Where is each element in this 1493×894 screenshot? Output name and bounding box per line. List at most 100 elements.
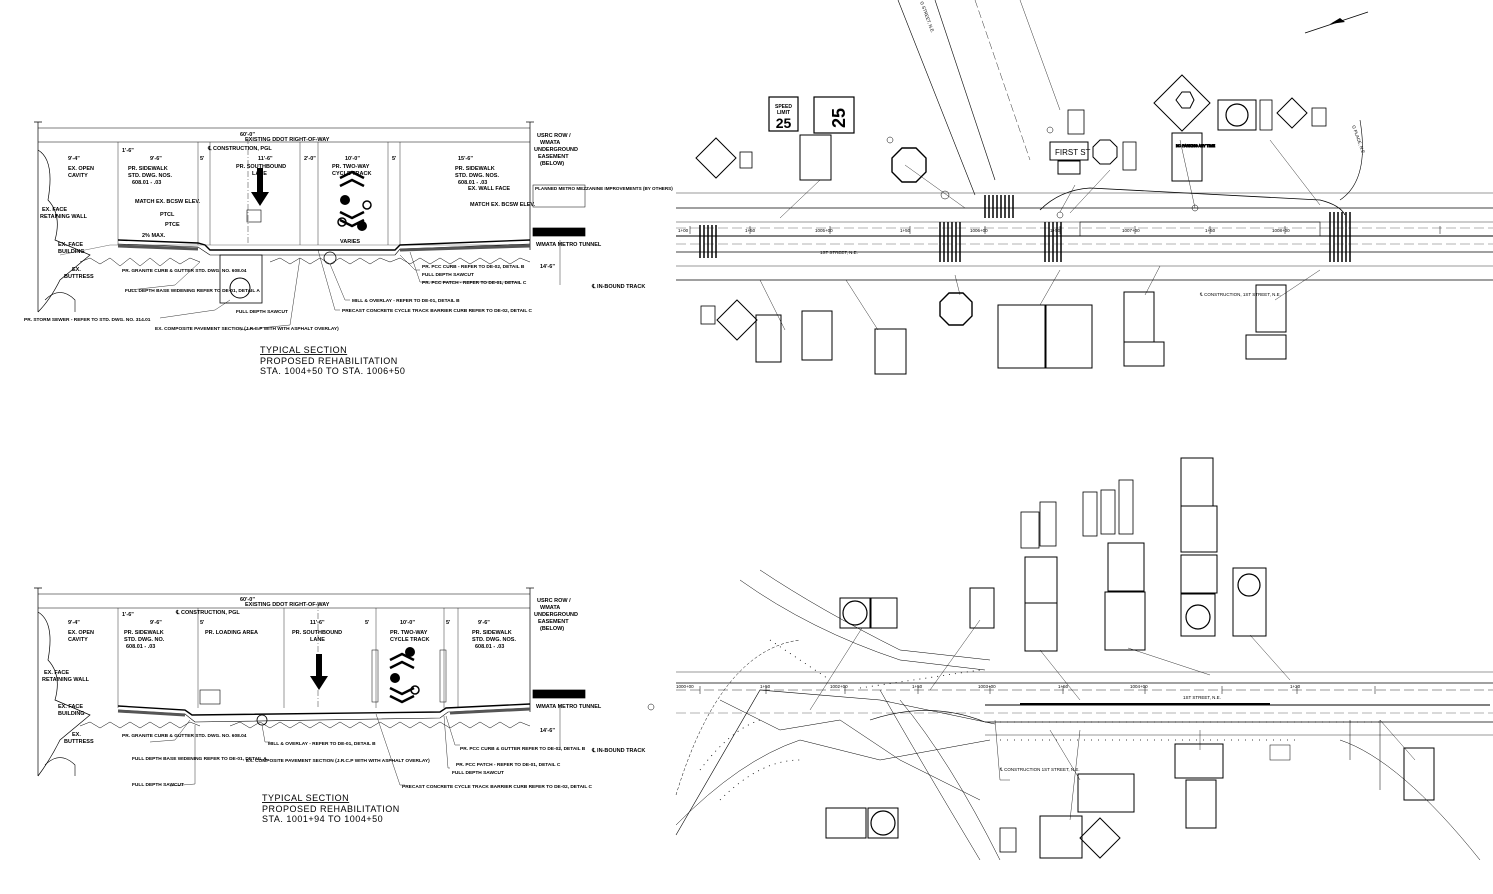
- stop-sign: [939, 292, 973, 326]
- section-station: STA. 1001+94 TO 1004+50: [262, 814, 383, 824]
- callout: WMATA METRO TUNNEL: [536, 242, 602, 248]
- sign-plate: [700, 305, 716, 325]
- dim-label: 1'-6": [122, 612, 134, 618]
- bike-route-sign: [1020, 511, 1040, 549]
- callout: VARIES: [340, 239, 360, 245]
- cycle-label: CYCLE TRACK: [390, 637, 429, 643]
- street-label: 1ST STREET, N.E.: [1183, 695, 1221, 700]
- callout: 14'-6": [540, 264, 555, 270]
- bottom-note: PRECAST CONCRETE CYCLE TRACK BARRIER CUR…: [402, 784, 593, 790]
- parking-sign: [1107, 542, 1145, 592]
- dim-label: 10'-0": [345, 156, 360, 162]
- sign-plate: [1259, 99, 1273, 131]
- parking-sign: [755, 314, 782, 363]
- pedestrian-warning-sign: [1276, 97, 1308, 129]
- station-label: 1007+00: [1122, 228, 1140, 233]
- callout: MATCH EX. BCSW ELEV.: [470, 202, 536, 208]
- cross-section-top: [34, 121, 586, 331]
- dim-label: 9'-6": [478, 620, 490, 626]
- prohibition-icon: [1185, 604, 1211, 630]
- left-note: EX. FACE: [58, 242, 83, 248]
- dim-label: 9'-6": [150, 620, 162, 626]
- street-label: 1ST STREET, N.E.: [820, 250, 858, 255]
- signs-top: SPEED LIMIT 25 25 NO PARKING ANY TIME FI…: [695, 74, 1327, 375]
- callout: PLANNED METRO MEZZANINE IMPROVEMENTS (BY…: [535, 186, 673, 191]
- dim-label: 9'-6": [150, 156, 162, 162]
- parking-sign: [1123, 291, 1155, 343]
- dim-label: 5': [392, 156, 397, 162]
- bottom-note: WMATA METRO TUNNEL: [536, 704, 602, 710]
- parking-sign: [1024, 602, 1058, 652]
- speed-limit-sign-rotated: 25: [813, 96, 855, 134]
- section-title: TYPICAL SECTION: [260, 345, 347, 355]
- metro-sign: [1100, 489, 1116, 535]
- bottom-note: FULL DEPTH SAWCUT: [132, 782, 184, 788]
- cycle-label: PR. TWO-WAY: [332, 164, 370, 170]
- zone-label: PR. SIDEWALK: [455, 166, 495, 172]
- station-label: 1006+00: [970, 228, 988, 233]
- cycle-label: CYCLE TRACK: [332, 171, 371, 177]
- parking-sign: [1403, 747, 1435, 801]
- loading-label: PR. LOADING AREA: [205, 630, 258, 636]
- left-note: CAVITY: [68, 637, 88, 643]
- sign-plate: [1057, 160, 1081, 175]
- left-note: BUILDING: [58, 249, 85, 255]
- no-standing-sign: [1232, 567, 1267, 637]
- parking-sign: [1024, 556, 1058, 604]
- zone-label: 608.01 - .03: [458, 180, 487, 186]
- plan-view-bottom-labels: 1ST STREET, N.E. ℄ CONSTRUCTION 1ST STRE…: [676, 684, 1301, 772]
- dim-label: 15'-6": [458, 156, 473, 162]
- usrc-note: WMATA: [540, 605, 560, 611]
- centerline-label: ℄ CONSTRUCTION, PGL: [175, 609, 240, 616]
- street-name-sign: [1049, 141, 1089, 161]
- row-label: EXISTING DDOT RIGHT-OF-WAY: [245, 602, 330, 608]
- bike-lane-sign: [1174, 743, 1224, 779]
- prohibition-icon: [1237, 573, 1261, 597]
- stop-sign: [891, 147, 927, 183]
- station-label: 1+00: [678, 228, 689, 233]
- bottom-note: FULL DEPTH SAWCUT: [422, 272, 474, 278]
- station-label: 1005+00: [815, 228, 833, 233]
- bottom-note: EX. COMPOSITE PAVEMENT SECTION (J.R.C.P …: [155, 326, 339, 332]
- bottom-note: 14'-6": [540, 728, 555, 734]
- stop-ahead-icon: [1175, 91, 1195, 109]
- lane-label: PR. SOUTHBOUND: [236, 164, 286, 170]
- zone-label: STD. DWG. NOS.: [455, 173, 499, 179]
- dim-label: 9'-4": [68, 620, 80, 626]
- construction-label: ℄ CONSTRUCTION 1ST STREET, N.E.: [999, 767, 1080, 772]
- left-note: CAVITY: [68, 173, 88, 179]
- usrc-note: EASEMENT: [538, 154, 569, 160]
- usrc-note: (BELOW): [540, 161, 564, 167]
- bottom-note: PR. PCC PATCH - REFER TO DE-01, DETAIL C: [422, 280, 527, 286]
- lane-label: LANE: [252, 171, 267, 177]
- station-label: 1002+00: [830, 684, 848, 689]
- parking-sign: [1255, 284, 1287, 333]
- station-label: 1008+00: [1272, 228, 1290, 233]
- station-label: 1004+00: [1130, 684, 1148, 689]
- bottom-note: PR. GRANITE CURB & GUTTER STD. DWG. NO. …: [122, 268, 247, 274]
- bottom-note: FULL DEPTH SAWCUT: [452, 770, 504, 776]
- row-width-label: 60'-0": [240, 132, 255, 138]
- bottom-note: EX. COMPOSITE PAVEMENT SECTION (J.R.C.P …: [246, 758, 430, 764]
- callout: PTCE: [165, 222, 180, 228]
- zone-label: 608.01 - .03: [126, 644, 155, 650]
- zone-label: 608.01 - .03: [132, 180, 161, 186]
- g-place-label: G PLACE, N.E.: [1351, 125, 1366, 156]
- cross-section-bottom: [34, 587, 586, 787]
- bottom-note: PR. STORM SEWER - REFER TO STD. DWG. NO.…: [24, 317, 151, 323]
- section-subtitle: PROPOSED REHABILITATION: [262, 804, 400, 814]
- dim-label: 11'-6": [310, 620, 325, 626]
- speed-limit-value: 25: [829, 108, 849, 128]
- bottom-note: ℄ IN-BOUND TRACK: [591, 747, 645, 754]
- station-label: 1+20: [1290, 684, 1301, 689]
- zone-label: STD. DWG. NO.: [124, 637, 165, 643]
- zone-label: STD. DWG. NOS.: [128, 173, 172, 179]
- bottom-note: PRECAST CONCRETE CYCLE TRACK BARRIER CUR…: [342, 308, 533, 314]
- dim-label: 5': [200, 156, 205, 162]
- callout: EX. WALL FACE: [468, 186, 510, 192]
- usrc-note: UNDERGROUND: [534, 147, 578, 153]
- left-note: RETAINING WALL: [42, 677, 90, 683]
- station-label: 1+50: [1205, 228, 1216, 233]
- left-note: EX. OPEN: [68, 630, 94, 636]
